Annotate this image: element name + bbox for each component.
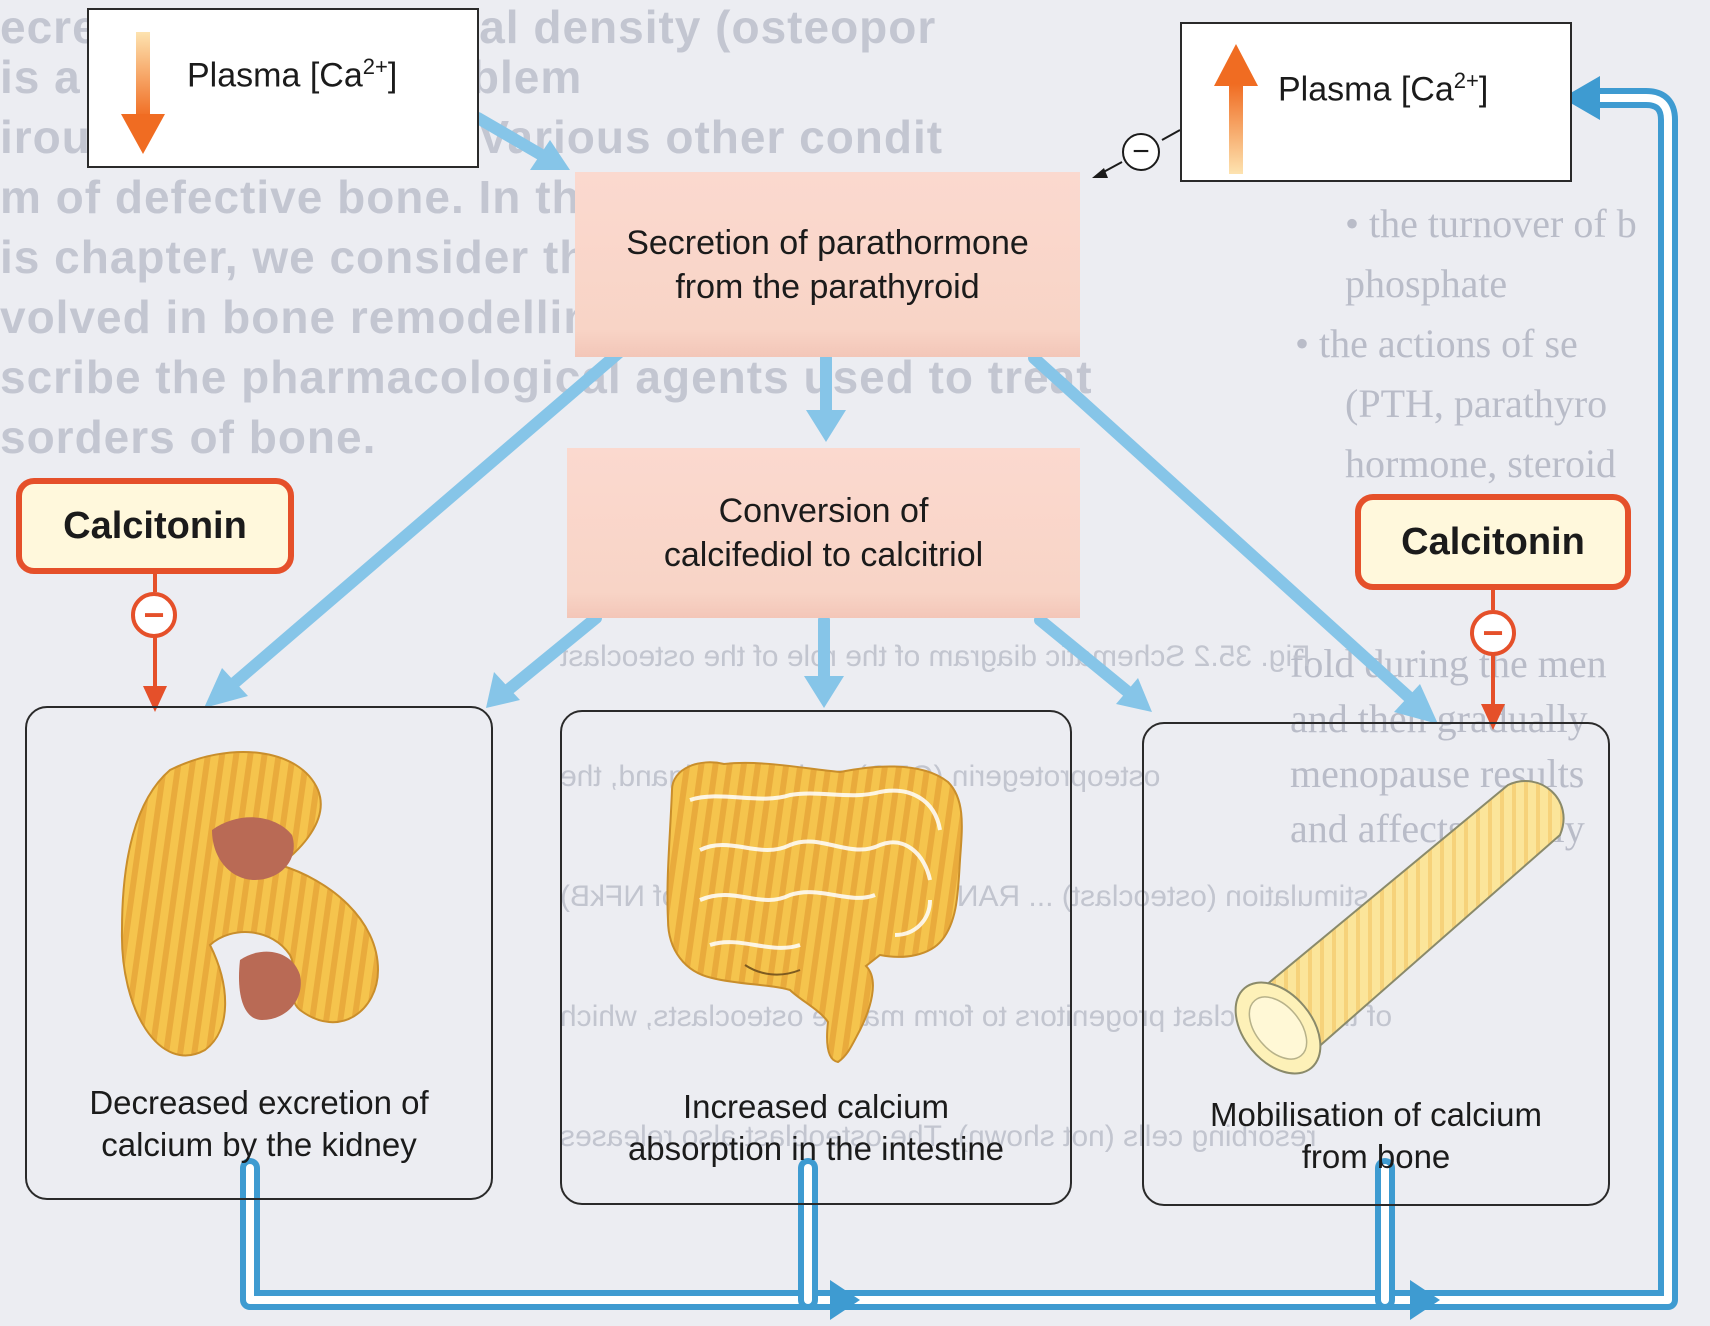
flow-arrow-conv-to-intestine-left [508,618,596,690]
calcitonin-box-left: Calcitonin [16,478,294,574]
plasma-calcium-decrease-box: Plasma [Ca2+] [87,8,479,168]
intestine-line-1: Increased calcium [562,1086,1070,1128]
intestine-outcome-box: Increased calcium absorption in the inte… [560,710,1072,1205]
inhibit-symbol-calcitonin-right: − [1470,610,1516,656]
down-arrow-icon [121,32,165,156]
calcitonin-label-right: Calcitonin [1401,521,1585,564]
calcitonin-box-right: Calcitonin [1355,494,1631,590]
calcitriol-conversion-box: Conversion of calcifediol to calcitriol [567,448,1080,618]
parathormone-line-1: Secretion of parathormone [626,221,1029,265]
plasma-calcium-label-left: Plasma [Ca2+] [187,54,397,95]
bone-outcome-box: Mobilisation of calcium from bone [1142,722,1610,1206]
calcitonin-label-left: Calcitonin [63,505,247,548]
intestine-line-2: absorption in the intestine [562,1128,1070,1170]
bone-outcome-label: Mobilisation of calcium from bone [1144,1094,1608,1178]
kidney-line-2: calcium by the kidney [27,1124,491,1166]
inhibit-line-plasma [1162,130,1180,140]
plasma-calcium-increase-box: Plasma [Ca2+] [1180,22,1572,182]
flow-arrow-conv-to-bone [1040,620,1128,692]
inhibit-symbol-calcitonin-left: − [131,592,177,638]
flow-arrow-plasma-to-pth [478,118,545,157]
kidney-outcome-box: Decreased excretion of calcium by the ki… [25,706,493,1200]
conversion-line-2: calcifediol to calcitriol [664,533,983,577]
parathormone-secretion-box: Secretion of parathormone from the parat… [575,172,1080,357]
plasma-calcium-label-right: Plasma [Ca2+] [1278,68,1488,109]
inhibit-symbol-plasma: − [1122,133,1160,171]
bone-line-2: from bone [1144,1136,1608,1178]
kidney-outcome-label: Decreased excretion of calcium by the ki… [27,1082,491,1166]
parathormone-line-2: from the parathyroid [675,265,979,309]
conversion-line-1: Conversion of [719,489,929,533]
bone-line-1: Mobilisation of calcium [1144,1094,1608,1136]
kidney-line-1: Decreased excretion of [27,1082,491,1124]
intestine-outcome-label: Increased calcium absorption in the inte… [562,1086,1070,1170]
up-arrow-icon [1214,44,1258,174]
